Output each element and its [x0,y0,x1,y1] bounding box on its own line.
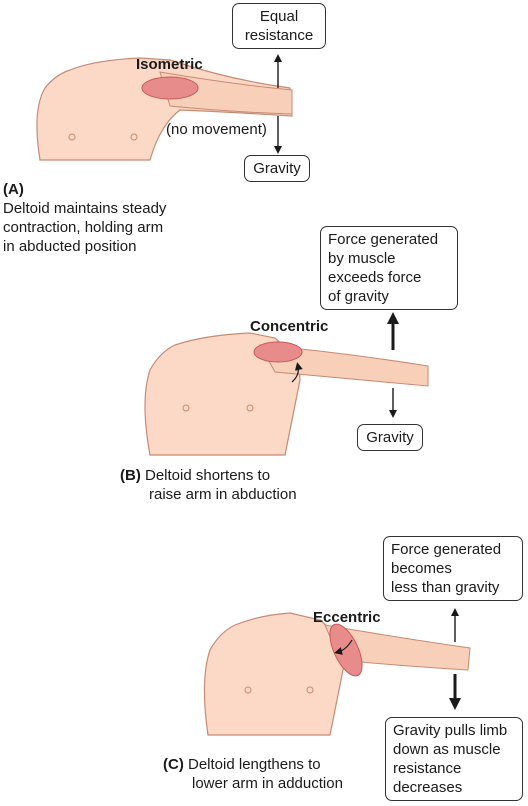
panel-b-up-line-4: of gravity [328,288,389,305]
panel-b-title: Concentric [250,318,329,335]
panel-b-down-box: Gravity [357,424,423,451]
panel-a-down-box: Gravity [244,155,310,182]
torso-c [203,612,346,736]
arm-b [259,344,429,387]
panel-a-caption-line-2: contraction, holding arm [3,219,164,236]
panel-c-caption: (C) Deltoid lengthens to lower arm in ad… [163,755,343,793]
nipple-b-left [182,404,190,412]
panel-c-letter: (C) [163,756,184,773]
panel-a-up-line-2: resistance [244,27,314,44]
deltoid-muscle-a [141,76,199,100]
panel-c-caption-line-1: Deltoid lengthens to [188,756,321,773]
panel-b-caption-line-2: raise arm in abduction [149,486,297,503]
panel-b-figure [144,312,429,456]
panel-a-up-line-1: Equal [259,8,299,25]
panel-c-down-box: Gravity pulls limb down as muscle resist… [385,717,523,801]
panel-b-up-line-2: by muscle [328,250,396,267]
panel-a-caption: (A) Deltoid maintains steady contraction… [3,180,166,256]
panel-a-title: Isometric [136,56,203,73]
panel-b-up-line-3: exceeds force [328,269,422,286]
panel-c-down-line-4: decreases [393,779,463,796]
deltoid-muscle-c [329,623,363,677]
panel-c-down-line-2: down as muscle [393,741,501,758]
nipple-b-right [246,404,254,412]
panel-b-down-line-1: Gravity [366,429,414,446]
panel-a-caption-line-1: Deltoid maintains steady [3,200,167,217]
panel-c-down-line-1: Gravity pulls limb [393,722,508,739]
torso-b [144,332,301,456]
panel-c-title: Eccentric [313,609,381,626]
panel-a-up-box: Equal resistance [232,3,326,49]
curve-arrow-b [291,362,303,383]
panel-c-down-line-3: resistance [393,760,462,777]
panel-c-up-line-3: less than gravity [391,579,500,596]
panel-b-up-box: Force generated by muscle exceeds force … [320,226,458,310]
panel-c-up-line-2: becomes [391,560,452,577]
panel-a-letter: (A) [3,181,24,198]
panel-c-caption-line-2: lower arm in adduction [192,775,343,792]
panel-c-up-line-1: Force generated [391,541,502,558]
nipple-a-right [130,133,138,141]
panel-a-note: (no movement) [166,121,267,138]
panel-b-letter: (B) [120,467,141,484]
panel-b-up-line-1: Force generated [328,231,439,248]
nipple-c-right [306,686,314,694]
panel-a-caption-line-3: in abducted position [3,238,137,255]
panel-c-figure [203,608,471,736]
panel-a-figure [36,54,293,161]
nipple-a-left [68,133,76,141]
nipple-c-left [244,686,252,694]
curve-arrow-c [334,639,353,655]
deltoid-muscle-b [253,341,303,363]
panel-a-down-line-1: Gravity [253,160,301,177]
panel-b-caption-line-1: Deltoid shortens to [145,467,271,484]
panel-b-caption: (B) Deltoid shortens to raise arm in abd… [120,466,297,504]
panel-c-up-box: Force generated becomes less than gravit… [383,536,523,601]
